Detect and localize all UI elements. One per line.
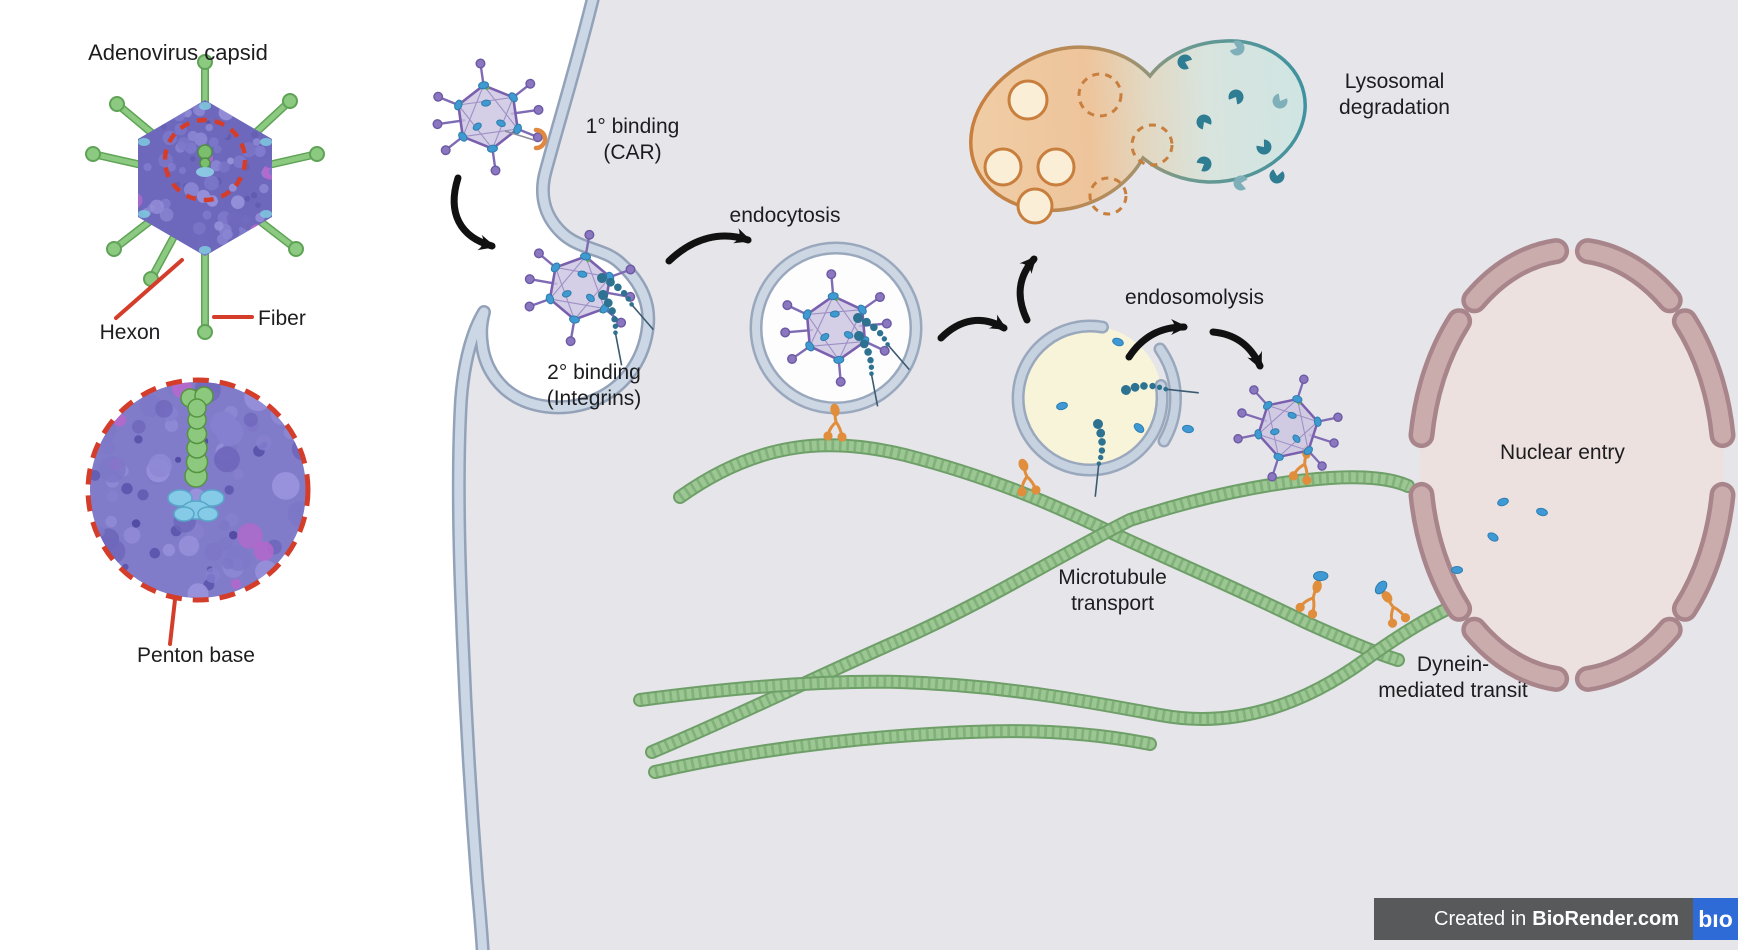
- primary-binding-label: 1° binding(CAR): [585, 115, 680, 164]
- capsid-reference-panel: [85, 54, 325, 646]
- lysosome-vesicles: [983, 79, 1076, 225]
- arrow-to-binding: [450, 174, 496, 251]
- endocytosis-label: endocytosis: [729, 204, 841, 227]
- panel-title: Adenovirus capsid: [88, 40, 268, 65]
- nucleus: [1408, 238, 1736, 692]
- arrow-endosomolysis-2: [1209, 328, 1264, 370]
- nuclear-entry-label: Nuclear entry: [1500, 441, 1625, 464]
- virus-particles: [423, 50, 1357, 499]
- nuclear-envelope: [1408, 238, 1736, 692]
- lysosome: [969, 39, 1307, 225]
- hexon-label: Hexon: [99, 321, 161, 344]
- penton-zoom-icon: [85, 377, 311, 603]
- penton-base-label: Penton base: [137, 644, 255, 667]
- capsid-fragments: [1056, 337, 1548, 574]
- lysosome-degrading-vesicles: [1077, 72, 1174, 216]
- penton-highlight-ring: [162, 117, 248, 203]
- biorender-logo-icon: bıo: [1693, 898, 1738, 940]
- lysosomal-enzyme-icons: [1177, 40, 1288, 191]
- plasma-membrane: [451, 0, 656, 950]
- endosome: [1011, 319, 1200, 498]
- secondary-binding-label: 2° binding(Integrins): [546, 361, 642, 410]
- fiber-label: Fiber: [258, 307, 306, 330]
- endosomolysis-label: endosomolysis: [1125, 286, 1264, 309]
- zoom-ring: [85, 377, 311, 603]
- process-arrows: [450, 174, 1264, 370]
- fiber-shaft-icon: [180, 386, 214, 488]
- arrow-endocytosis: [665, 228, 752, 265]
- dynein-transit-label: Dynein-mediated transit: [1378, 653, 1528, 702]
- penton-base-icon: [167, 489, 225, 522]
- arrow-endosomolysis-1: [1125, 319, 1188, 361]
- car-receptor-icon: [533, 127, 548, 151]
- free-virion: [423, 50, 553, 184]
- arrow-to-endosome: [937, 314, 1008, 342]
- arrow-to-lysosome: [1016, 255, 1038, 324]
